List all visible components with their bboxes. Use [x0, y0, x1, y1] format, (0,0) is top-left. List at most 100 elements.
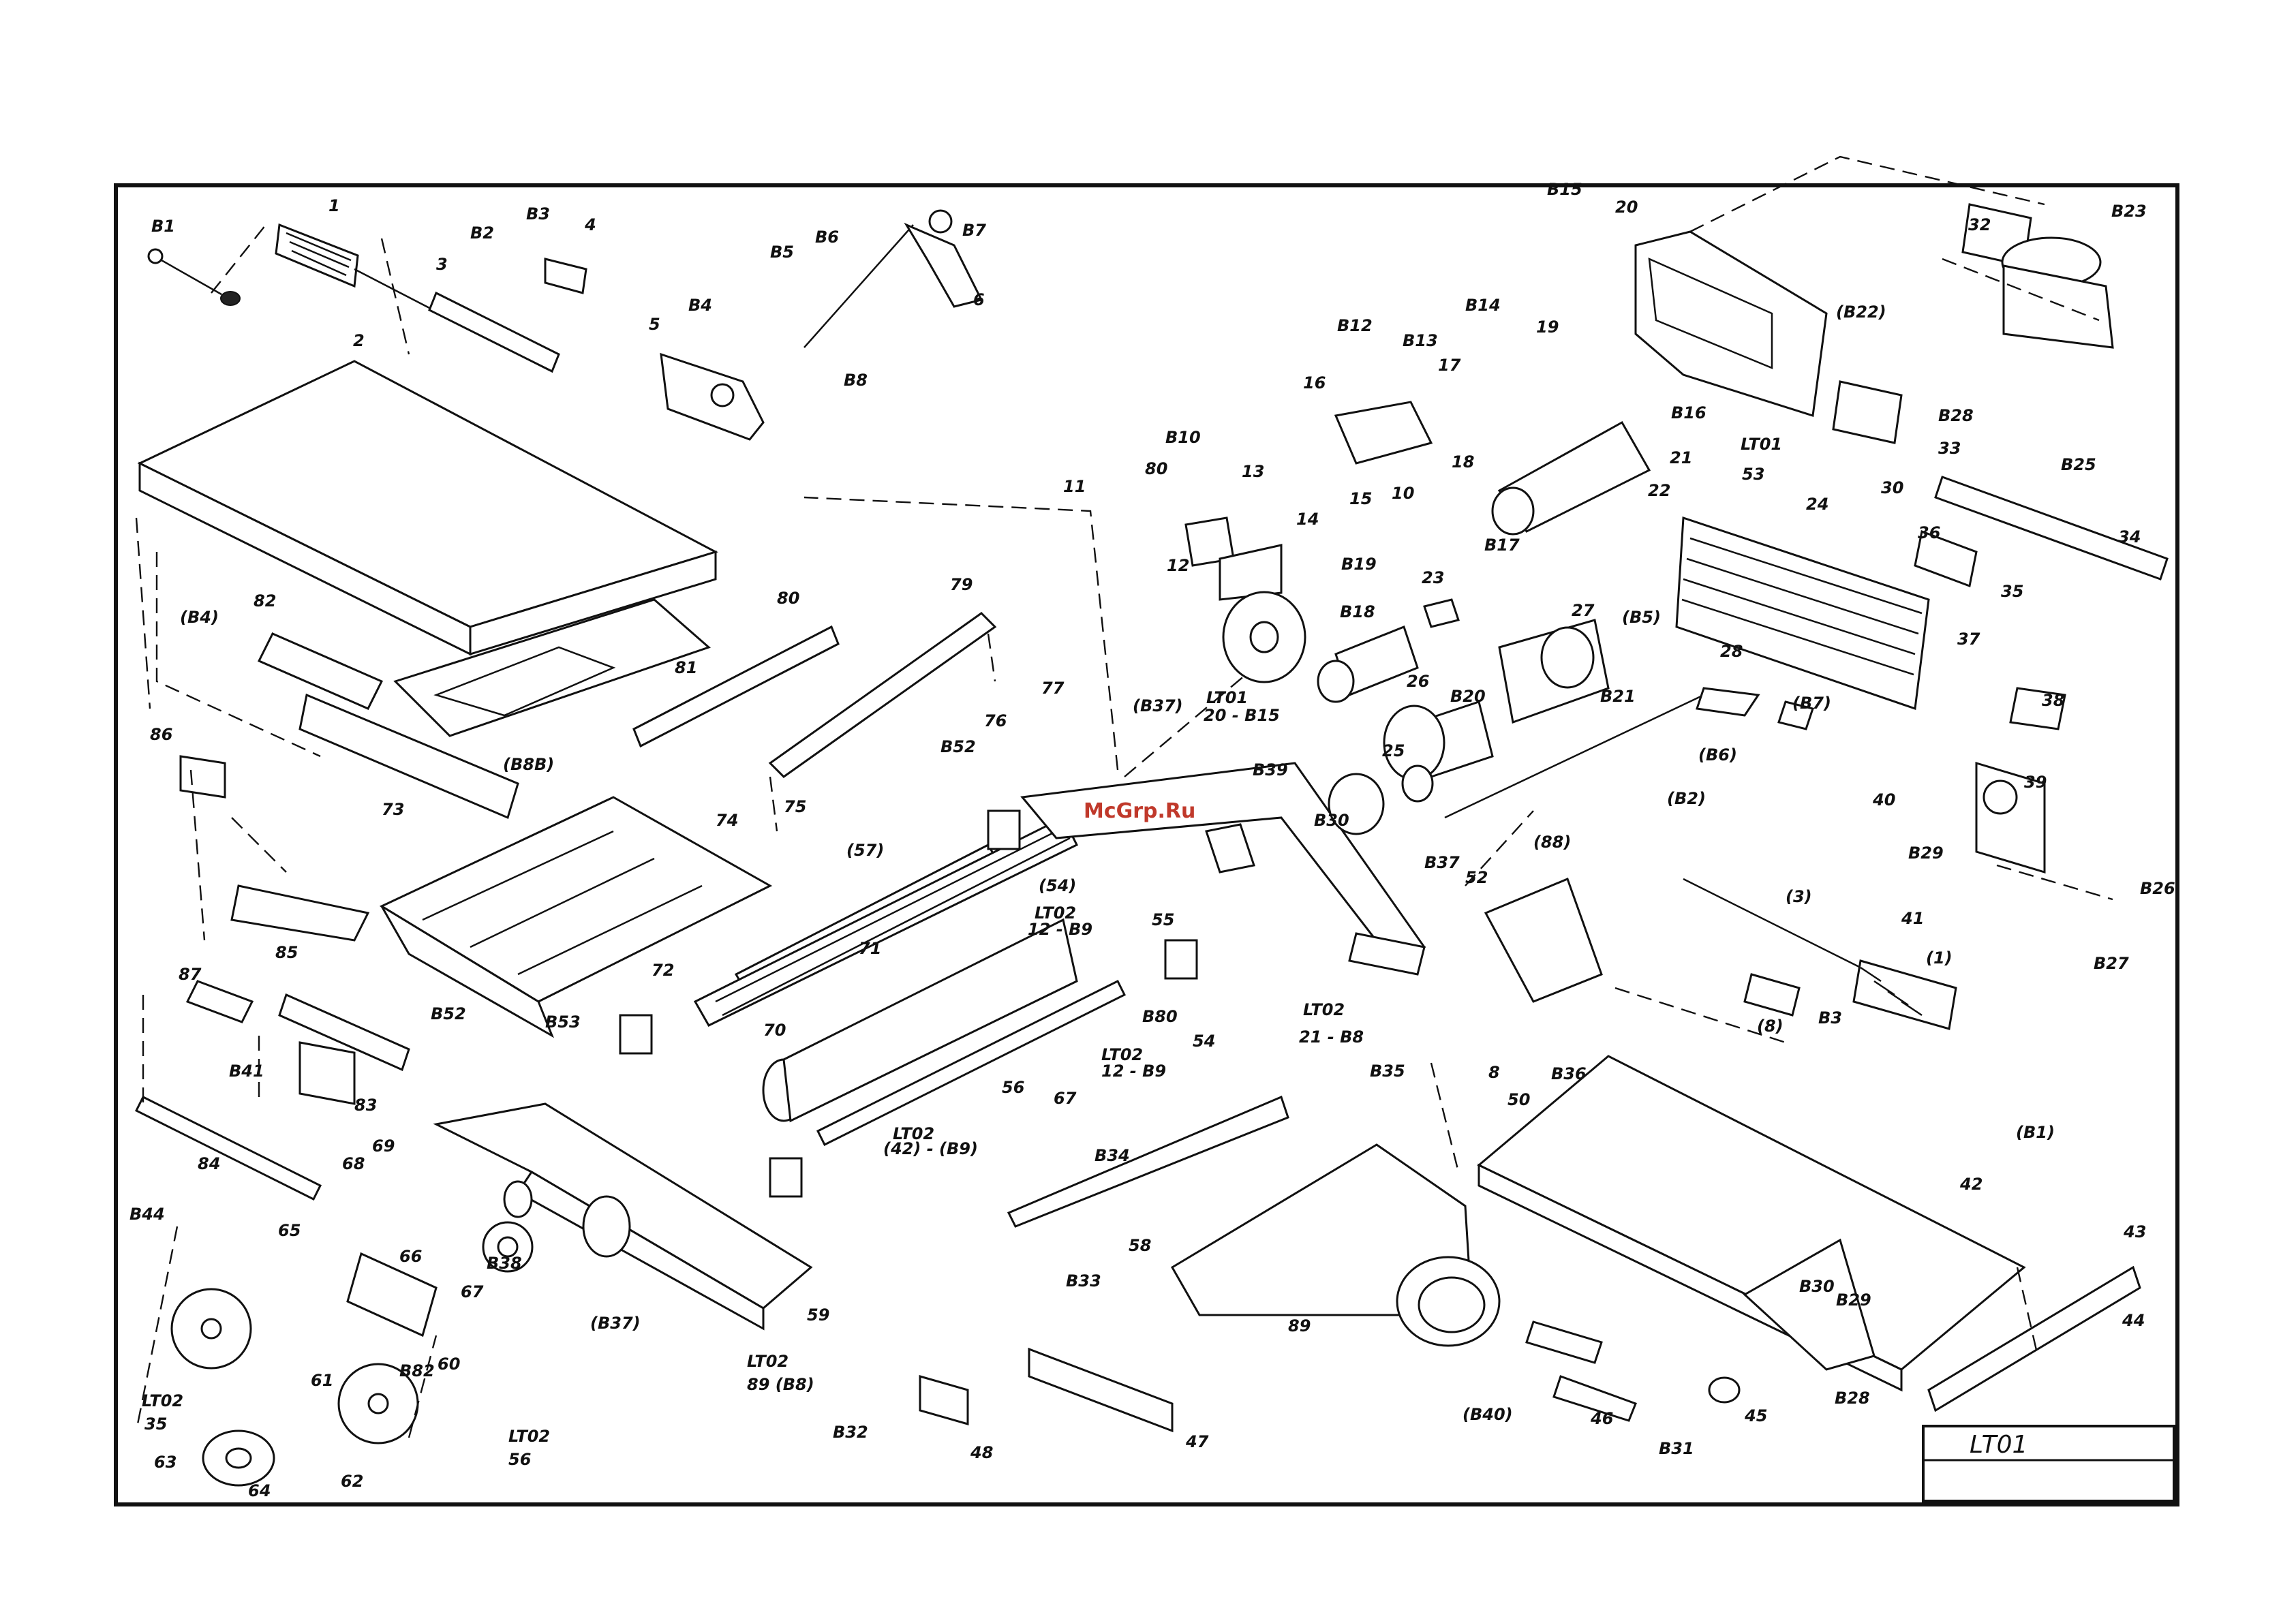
left-support: [179, 632, 519, 942]
label-59: 59: [807, 1305, 829, 1325]
label-4: 4: [584, 215, 596, 234]
label-62: 62: [341, 1472, 363, 1491]
label-38: 38: [2042, 691, 2064, 710]
label-LT02-c: LT02: [1101, 1045, 1143, 1064]
label-B25: B25: [2061, 455, 2096, 474]
label-B19: B19: [1341, 555, 1377, 574]
label-12-B9-c: 12 - B9: [1101, 1062, 1166, 1081]
label-B17: B17: [1484, 536, 1520, 555]
label-B27: B27: [2094, 954, 2129, 973]
label-22: 22: [1648, 481, 1670, 500]
label-87: 87: [179, 965, 202, 984]
label-B18: B18: [1340, 602, 1375, 621]
motor-parts: [1184, 401, 1814, 835]
label-56-b: 56: [508, 1450, 531, 1469]
cutter-head-assembly: [1634, 155, 2169, 874]
label-15: 15: [1349, 489, 1372, 508]
label-B82: B82: [399, 1361, 435, 1380]
label-B14: B14: [1465, 296, 1501, 315]
label-13: 13: [1242, 462, 1264, 481]
label-LT01-top: LT01: [1741, 435, 1782, 454]
label-58: 58: [1129, 1236, 1151, 1255]
label-25: 25: [1382, 741, 1405, 760]
label-B40-ref: (B40): [1463, 1405, 1513, 1424]
label-50: 50: [1507, 1090, 1530, 1109]
label-LT01-mid: LT01: [1206, 688, 1248, 707]
label-B53: B53: [545, 1013, 581, 1032]
label-B12: B12: [1337, 316, 1373, 335]
label-B30: B30: [1314, 811, 1349, 830]
label-B44: B44: [129, 1205, 165, 1224]
label-3-ref: (3): [1786, 887, 1812, 906]
label-68: 68: [342, 1154, 365, 1173]
label-73: 73: [382, 800, 404, 819]
label-17: 17: [1438, 356, 1461, 375]
chip-tray: [379, 796, 773, 1038]
sprockets: [135, 1221, 534, 1487]
label-20: 20: [1615, 198, 1638, 217]
label-42: 42: [1959, 1175, 1983, 1194]
base-frame: [433, 1102, 813, 1331]
label-2: 2: [353, 331, 365, 350]
label-B37-ref: (B37): [1133, 696, 1183, 715]
label-52: 52: [1465, 868, 1488, 887]
outfeed-table-plate: [1430, 1055, 2141, 1412]
label-B37: B37: [1424, 853, 1460, 872]
label-85: 85: [275, 943, 298, 962]
label-LT02-b: LT02: [1303, 1000, 1345, 1019]
label-B7: B7: [962, 221, 986, 240]
label-32: 32: [1968, 215, 1991, 234]
label-35-b: 35: [144, 1415, 167, 1434]
label-76: 76: [984, 711, 1007, 730]
label-B26: B26: [2140, 879, 2175, 898]
label-B32: B32: [833, 1423, 868, 1442]
label-41: 41: [1901, 909, 1924, 928]
label-B2-ref: (B2): [1667, 789, 1706, 808]
main-frame: [803, 496, 1426, 976]
label-B2: B2: [470, 223, 494, 243]
label-B38: B38: [487, 1254, 522, 1273]
label-8-ref: (8): [1757, 1017, 1784, 1036]
label-67-b: 67: [461, 1282, 484, 1301]
label-B80: B80: [1142, 1007, 1178, 1026]
label-48: 48: [970, 1443, 993, 1462]
label-3: 3: [436, 255, 448, 274]
label-65: 65: [278, 1221, 301, 1240]
label-81: 81: [675, 658, 697, 677]
label-B21: B21: [1600, 687, 1636, 706]
label-61: 61: [311, 1371, 333, 1390]
label-75: 75: [784, 797, 806, 816]
label-B29: B29: [1908, 844, 1944, 863]
label-34: 34: [2118, 527, 2141, 546]
label-B23: B23: [2111, 202, 2147, 221]
label-24: 24: [1806, 495, 1828, 514]
label-45: 45: [1744, 1406, 1767, 1425]
label-36: 36: [1918, 523, 1940, 542]
label-44: 44: [2122, 1311, 2145, 1330]
label-60: 60: [438, 1355, 460, 1374]
label-35: 35: [2001, 582, 2023, 601]
label-89: 89: [1288, 1316, 1311, 1335]
label-26: 26: [1407, 672, 1429, 691]
label-B3: B3: [526, 204, 550, 223]
label-B8B-ref: (B8B): [503, 755, 554, 774]
label-B37-ref-b: (B37): [590, 1314, 641, 1333]
dust-hood: [919, 1095, 1501, 1433]
label-21-B8: 21 - B8: [1299, 1027, 1364, 1047]
label-86: 86: [150, 725, 172, 744]
label-B36: B36: [1551, 1064, 1587, 1083]
label-LT02-a: LT02: [1035, 903, 1076, 923]
title-block-code: LT01: [1970, 1431, 2027, 1459]
label-B6-ref: (B6): [1698, 745, 1737, 764]
label-LT02-d: LT02: [893, 1124, 934, 1143]
label-18: 18: [1452, 452, 1474, 472]
handle-assembly: [147, 223, 560, 373]
label-63: 63: [154, 1453, 177, 1472]
label-B52: B52: [940, 737, 976, 756]
label-72: 72: [652, 961, 674, 980]
feed-rollers: [619, 809, 1198, 1198]
label-40: 40: [1872, 790, 1895, 809]
label-B33: B33: [1066, 1271, 1101, 1290]
label-8: 8: [1488, 1063, 1500, 1082]
